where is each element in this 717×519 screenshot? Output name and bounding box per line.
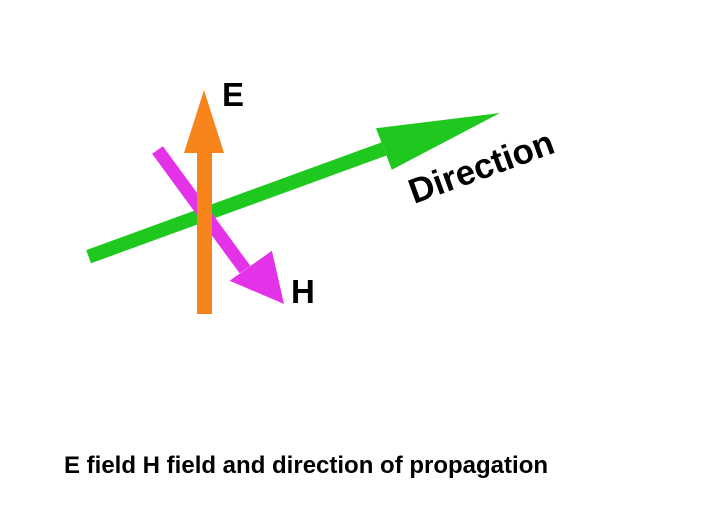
e-field-arrow-head bbox=[184, 90, 224, 153]
direction-arrow-head bbox=[376, 113, 500, 170]
figure-caption: E field H field and direction of propaga… bbox=[64, 452, 549, 479]
e-field-arrow bbox=[184, 90, 224, 314]
e-field-label: E bbox=[222, 76, 244, 113]
h-field-label: H bbox=[291, 273, 315, 310]
direction-arrow-shaft bbox=[86, 142, 387, 264]
h-field-arrow-head bbox=[229, 250, 284, 304]
direction-arrow bbox=[86, 113, 500, 264]
e-field-arrow-shaft bbox=[197, 148, 212, 314]
